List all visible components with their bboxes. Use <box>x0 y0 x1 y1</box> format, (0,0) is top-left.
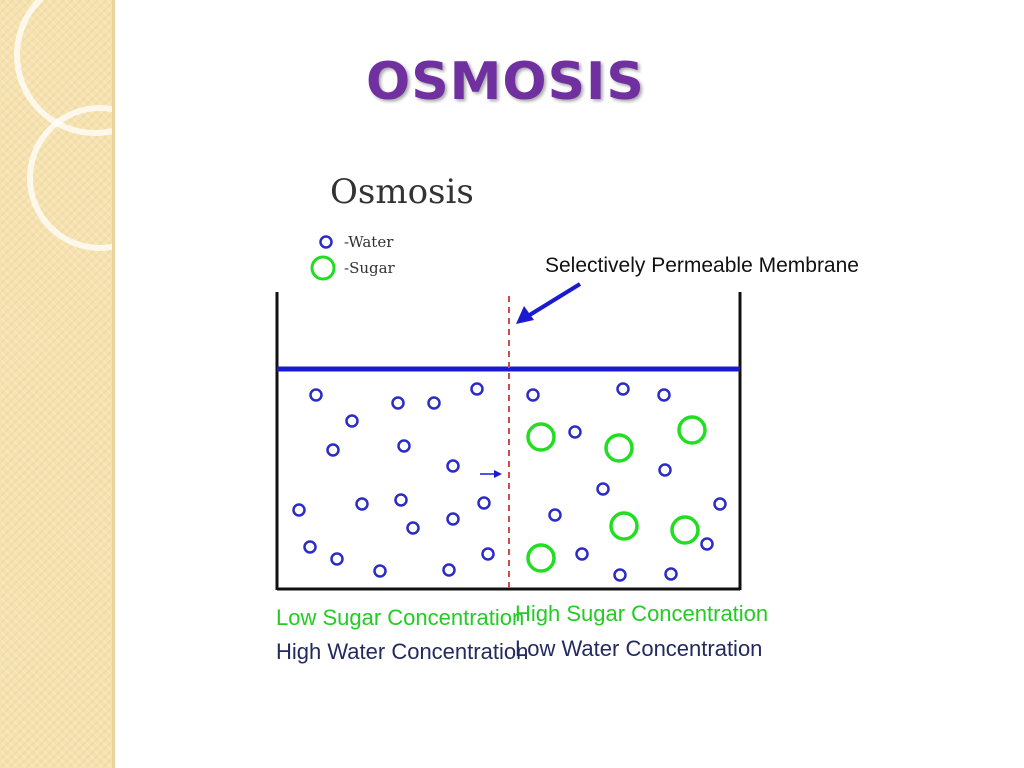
water-molecule <box>664 567 678 581</box>
water-molecule <box>575 547 589 561</box>
water-molecule <box>713 497 727 511</box>
legend-water-label: -Water <box>344 233 394 251</box>
right-water-concentration: Low Water Concentration <box>515 636 762 661</box>
legend-water-icon <box>319 235 333 249</box>
water-molecules <box>292 382 727 582</box>
right-sugar-concentration: High Sugar Concentration <box>515 601 768 626</box>
left-water-concentration: High Water Concentration <box>276 639 528 664</box>
water-molecule <box>391 396 405 410</box>
water-molecule <box>700 537 714 551</box>
membrane-pointer-arrow <box>516 282 582 324</box>
water-molecule <box>303 540 317 554</box>
water-molecule <box>345 414 359 428</box>
sugar-molecule <box>526 422 556 452</box>
water-molecule <box>470 382 484 396</box>
water-molecule <box>326 443 340 457</box>
decorative-sidebar <box>0 0 115 768</box>
sugar-molecule <box>677 415 707 445</box>
water-molecule <box>406 521 420 535</box>
water-molecule <box>309 388 323 402</box>
legend-sugar-label: -Sugar <box>344 259 396 277</box>
water-molecule <box>446 459 460 473</box>
water-molecule <box>657 388 671 402</box>
water-molecule <box>658 463 672 477</box>
water-molecule <box>477 496 491 510</box>
sugar-molecule <box>670 515 700 545</box>
left-sugar-concentration: Low Sugar Concentration <box>276 605 524 630</box>
sugar-molecules <box>526 415 707 573</box>
water-molecule <box>427 396 441 410</box>
water-molecule <box>616 382 630 396</box>
water-molecule <box>613 568 627 582</box>
water-molecule <box>526 388 540 402</box>
legend-sugar-icon <box>310 255 336 281</box>
slide-title: OSMOSIS <box>366 52 645 112</box>
sugar-molecule <box>609 511 639 541</box>
water-molecule <box>568 425 582 439</box>
water-flow-arrow <box>480 470 502 478</box>
membrane-label: Selectively Permeable Membrane <box>545 254 859 277</box>
water-molecule <box>548 508 562 522</box>
water-molecule <box>397 439 411 453</box>
water-molecule <box>292 503 306 517</box>
container-beaker <box>275 292 742 591</box>
water-molecule <box>446 512 460 526</box>
decorative-rings <box>14 0 112 251</box>
water-molecule <box>330 552 344 566</box>
water-molecule <box>481 547 495 561</box>
sugar-molecule <box>526 543 556 573</box>
water-molecule <box>596 482 610 496</box>
sugar-molecule <box>604 433 634 463</box>
figure-title: Osmosis <box>330 172 474 212</box>
water-molecule <box>355 497 369 511</box>
water-molecule <box>394 493 408 507</box>
water-molecule <box>442 563 456 577</box>
water-molecule <box>373 564 387 578</box>
